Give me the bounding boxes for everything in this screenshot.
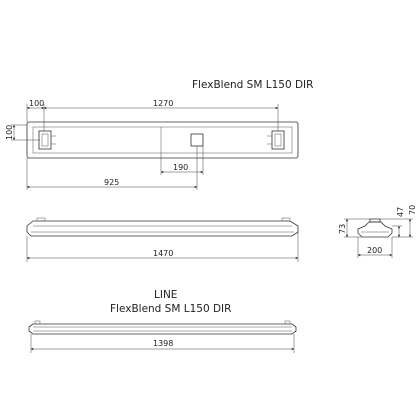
dim-end-total-height-label: 73 xyxy=(338,224,347,234)
top-view-title: FlexBlend SM L150 DIR xyxy=(192,79,313,91)
line-title-1: LINE xyxy=(154,289,177,301)
dim-end-offset-label: 100 xyxy=(29,99,44,108)
line-title-2: FlexBlend SM L150 DIR xyxy=(110,303,231,315)
dim-end-body-height: 47 xyxy=(392,207,405,238)
dim-line-length: 1398 xyxy=(30,334,295,353)
dim-end-offset: 100 xyxy=(26,99,44,131)
dim-height-left-label: 100 xyxy=(5,125,14,140)
dim-side-length: 1470 xyxy=(26,232,299,262)
side-end-cap-right xyxy=(281,217,291,222)
center-junction-box xyxy=(190,133,204,147)
dim-end-total-height: 73 xyxy=(338,218,370,238)
left-mount-bracket xyxy=(38,130,56,150)
right-mount-bracket xyxy=(267,130,285,150)
dim-center-box-label: 190 xyxy=(173,163,188,172)
top-view: FlexBlend SM L150 DIR 100 xyxy=(5,79,313,190)
side-body-outline xyxy=(26,220,299,237)
left-bracket-frame xyxy=(38,130,52,150)
right-bracket-frame xyxy=(271,130,285,150)
dim-end-outer-height: 70 xyxy=(380,205,417,238)
side-view: 1470 xyxy=(26,217,299,262)
dim-side-length-label: 1470 xyxy=(153,249,173,258)
line-end-cap-left xyxy=(34,320,41,325)
dim-end-body-height-label: 47 xyxy=(396,207,405,217)
dim-line-length-label: 1398 xyxy=(153,339,173,348)
line-body-outline xyxy=(28,323,297,335)
top-body-inner xyxy=(32,126,293,154)
dim-end-width: 200 xyxy=(357,237,393,258)
end-top-cap xyxy=(369,218,381,223)
right-bracket-inner xyxy=(274,133,282,147)
end-view: 73 47 70 200 xyxy=(338,205,417,258)
dim-height-left: 100 xyxy=(5,125,40,141)
left-bracket-inner xyxy=(41,133,49,147)
top-body-outline xyxy=(26,121,299,159)
dim-to-center: 925 xyxy=(26,146,198,190)
line-view: LINE FlexBlend SM L150 DIR 1398 xyxy=(28,289,297,353)
dim-end-outer-height-label: 70 xyxy=(408,205,417,215)
line-end-cap-right xyxy=(284,320,291,325)
dim-mount-spacing: 1270 xyxy=(43,99,279,131)
dim-center-box: 190 xyxy=(160,146,204,175)
side-end-cap-left xyxy=(36,217,46,222)
dim-end-width-label: 200 xyxy=(367,246,382,255)
dim-mount-spacing-label: 1270 xyxy=(153,99,173,108)
end-body-outline xyxy=(357,221,393,238)
dim-to-center-label: 925 xyxy=(104,178,119,187)
